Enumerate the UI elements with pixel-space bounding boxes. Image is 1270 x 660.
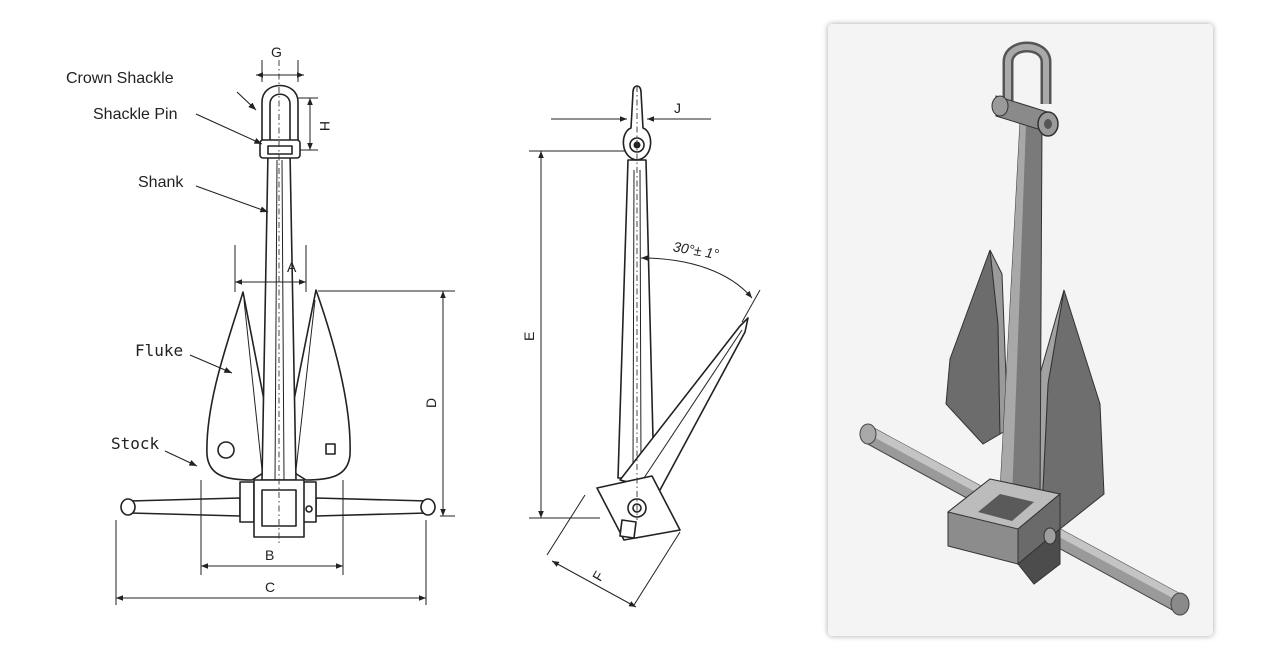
dim-label-g: G: [271, 44, 282, 60]
render-crown: [946, 478, 1062, 585]
angle-label: 30°± 1°: [672, 238, 721, 262]
side-shank: [617, 159, 655, 479]
label-shank: Shank: [138, 174, 184, 191]
label-crown-shackle: Crown Shackle: [66, 70, 174, 87]
render-crown-shackle: [991, 41, 1059, 137]
label-stock: Stock: [111, 434, 160, 453]
anchor-3d-render-card: [828, 24, 1213, 636]
dim-label-h: H: [317, 121, 333, 131]
dim-label-d: D: [423, 398, 439, 408]
dim-label-f: F: [589, 568, 607, 583]
front-flukes: [206, 289, 351, 481]
front-dimensions: [115, 60, 455, 605]
render-fluke-left: [945, 249, 1001, 445]
dim-label-c: C: [265, 579, 275, 595]
front-view: G H A D B C Crown Shackle Shackle Pin Sh…: [66, 44, 455, 605]
dim-label-a: A: [287, 259, 297, 275]
dim-label-e: E: [521, 332, 537, 341]
front-stock: [120, 481, 436, 523]
front-crown-shackle: [259, 84, 301, 159]
label-fluke: Fluke: [135, 341, 183, 360]
side-view: J E F 30°± 1°: [521, 85, 761, 608]
dim-label-b: B: [265, 547, 274, 563]
label-shackle-pin: Shackle Pin: [93, 106, 178, 123]
side-dimensions: [529, 116, 761, 608]
dim-label-j: J: [674, 100, 681, 116]
anchor-3d-render: [859, 41, 1190, 616]
front-shank: [253, 151, 313, 538]
